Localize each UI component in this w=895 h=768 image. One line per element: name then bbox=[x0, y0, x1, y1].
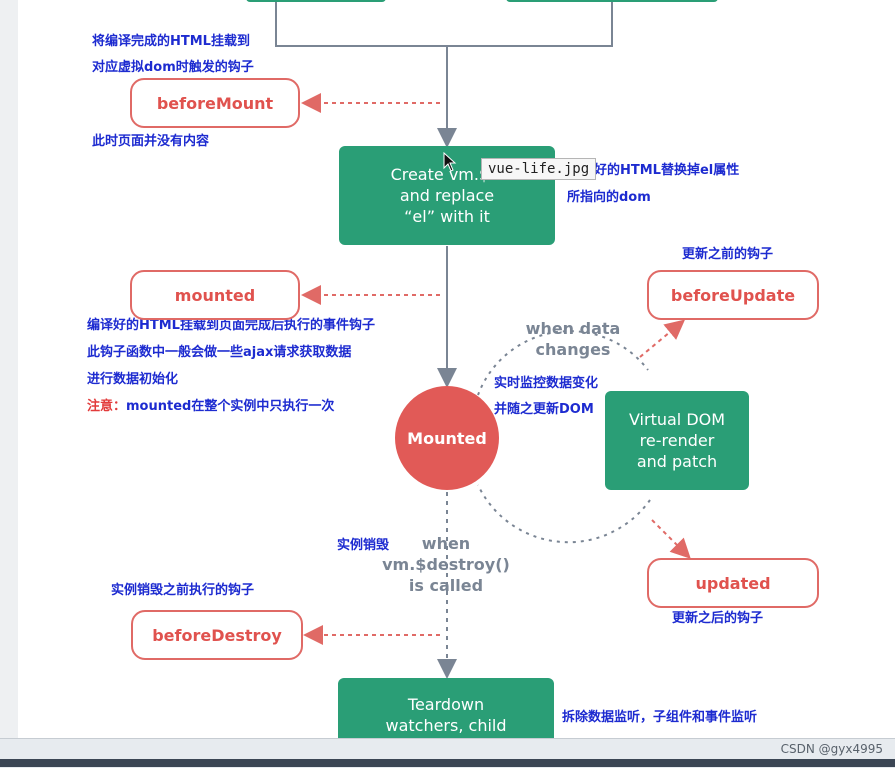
hook-before-mount: beforeMount bbox=[130, 78, 300, 128]
hook-before-destroy: beforeDestroy bbox=[131, 610, 303, 660]
virtual-dom-box: Virtual DOM re-render and patch bbox=[605, 391, 749, 490]
mounted-desc-3: 进行数据初始化 bbox=[87, 372, 179, 387]
before-destroy-desc: 实例销毁之前执行的钩子 bbox=[111, 583, 255, 598]
watch-desc-2: 并随之更新DOM bbox=[494, 402, 594, 417]
when-destroy-label: when vm.$destroy() is called bbox=[382, 534, 510, 595]
top-left-box-edge bbox=[246, 0, 386, 2]
update-cycle-dashed-lower bbox=[477, 484, 651, 544]
teardown-desc: 拆除数据监听，子组件和事件监听 bbox=[562, 710, 758, 725]
page-left-margin bbox=[0, 0, 18, 738]
top-right-box-edge bbox=[506, 0, 718, 2]
mounted-desc-2: 此钩子函数中一般会做一些ajax请求获取数据 bbox=[87, 345, 352, 360]
before-update-desc: 更新之前的钩子 bbox=[682, 247, 774, 262]
teardown-box: Teardown watchers, child bbox=[338, 678, 554, 738]
mounted-note-label: 注意： bbox=[87, 399, 127, 414]
taskbar-strip bbox=[0, 759, 895, 767]
hook-before-update: beforeUpdate bbox=[647, 270, 819, 320]
image-tooltip: vue-life.jpg bbox=[481, 158, 597, 180]
before-mount-desc-1: 将编译完成的HTML挂载到 bbox=[92, 34, 250, 49]
before-mount-desc-2: 对应虚拟dom时触发的钩子 bbox=[92, 60, 254, 75]
mounted-note-text: mounted在整个实例中只执行一次 bbox=[126, 399, 335, 414]
hook-mounted: mounted bbox=[130, 270, 300, 320]
before-mount-desc-3: 此时页面并没有内容 bbox=[92, 134, 210, 149]
when-data-changes-label: when data changes bbox=[525, 319, 621, 359]
updated-desc: 更新之后的钩子 bbox=[672, 611, 764, 626]
mouse-cursor-icon bbox=[443, 152, 457, 172]
hook-updated: updated bbox=[647, 558, 819, 608]
replace-desc-1: 将编译好的HTML替换掉el属性 bbox=[555, 163, 740, 178]
mounted-note: 注意：mounted在整个实例中只执行一次 bbox=[87, 399, 334, 415]
arrow-to-beforeupdate bbox=[639, 319, 686, 358]
arrow-to-updated bbox=[651, 519, 691, 559]
destroy-desc: 实例销毁 bbox=[337, 538, 390, 553]
mounted-circle: Mounted bbox=[395, 386, 499, 490]
replace-desc-2: 所指向的dom bbox=[567, 190, 651, 205]
merge-connector bbox=[275, 2, 613, 47]
mounted-desc-1: 编译好的HTML挂载到页面完成后执行的事件钩子 bbox=[87, 318, 375, 333]
watch-desc-1: 实时监控数据变化 bbox=[494, 376, 599, 391]
update-cycle-dashed bbox=[477, 330, 649, 396]
watermark: CSDN @gyx4995 bbox=[780, 742, 883, 756]
